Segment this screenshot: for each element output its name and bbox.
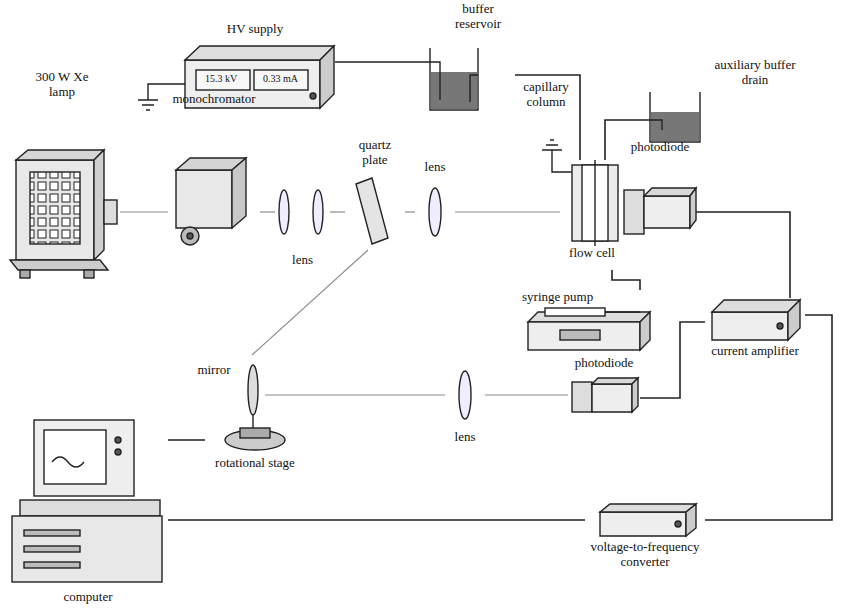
- lamp: 300 W Xe lamp: [12, 70, 120, 280]
- photodiode: photodiode: [624, 140, 696, 240]
- flow-cell: flow cell: [560, 160, 624, 270]
- node-label: monochromator: [168, 92, 260, 107]
- light-beam: [485, 394, 568, 395]
- node-label: quartz plate: [345, 138, 405, 168]
- wire: [168, 439, 205, 441]
- node-label: HV supply: [175, 22, 335, 37]
- lens: lens: [275, 185, 330, 280]
- node-label: photodiode: [624, 140, 696, 155]
- photodiode: photodiode: [568, 356, 640, 416]
- current-amplifier: current amplifier: [705, 298, 805, 383]
- node-label: rotational stage: [205, 456, 305, 471]
- display-readout: 15.3 kV: [205, 73, 237, 85]
- light-beam: [260, 211, 275, 212]
- edge-label: capillary column: [515, 80, 577, 110]
- node-label: current amplifier: [705, 344, 805, 359]
- node-label: lens: [445, 430, 485, 445]
- node-label: 300 W Xe lamp: [30, 70, 94, 100]
- node-label: syringe pump: [522, 290, 622, 305]
- light-beam: [120, 211, 168, 212]
- rotational-stage: rotational stage: [205, 422, 305, 480]
- quartz-plate: quartz plate: [345, 138, 405, 250]
- node-label: buffer reservoir: [443, 2, 513, 32]
- drain-beaker: auxiliary buffer drain: [645, 58, 805, 146]
- converter: voltage-to-frequency converter: [585, 500, 705, 590]
- lens: lens: [415, 160, 455, 240]
- light-beam: [405, 211, 415, 212]
- display-readout: 0.33 mA: [263, 73, 298, 85]
- display-readout: 0.33 mA: [263, 73, 298, 85]
- node-label: auxiliary buffer drain: [705, 58, 805, 88]
- node-label: voltage-to-frequency converter: [585, 540, 705, 570]
- node-label: lens: [275, 253, 330, 268]
- node-label: lens: [415, 160, 455, 175]
- wire: [705, 315, 832, 520]
- light-beam: [265, 394, 445, 395]
- mirror: mirror: [190, 355, 265, 420]
- wire: [168, 519, 585, 521]
- light-beam: [455, 211, 560, 212]
- light-beam: [330, 211, 345, 212]
- monochromator: monochromator: [168, 92, 260, 252]
- syringe-pump: syringe pump: [520, 290, 660, 355]
- light-beam: [252, 250, 368, 355]
- node-label: flow cell: [560, 246, 624, 261]
- node-label: mirror: [190, 363, 238, 378]
- wire: [640, 322, 705, 398]
- wire: [612, 270, 640, 290]
- node-label: photodiode: [568, 356, 640, 371]
- buffer-reservoir: buffer reservoir: [425, 2, 515, 114]
- edge-label: capillary column: [515, 80, 577, 110]
- wire: [696, 212, 790, 298]
- wire: [515, 75, 580, 160]
- computer: computer: [8, 418, 168, 610]
- hv-supply: HV supply: [175, 22, 335, 114]
- lens: lens: [445, 368, 485, 448]
- node-label: computer: [8, 590, 168, 605]
- display-readout: 15.3 kV: [205, 73, 237, 85]
- wire: [335, 61, 425, 63]
